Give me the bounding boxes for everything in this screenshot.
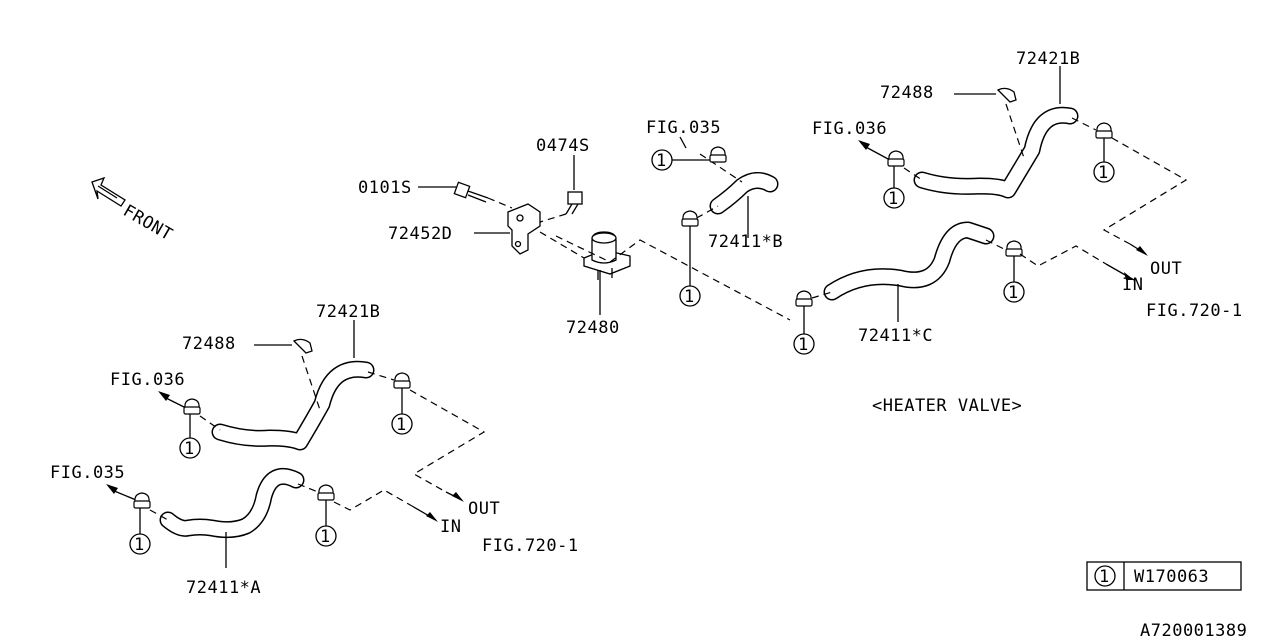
svg-text:1: 1 [1098, 163, 1109, 183]
svg-text:1: 1 [888, 189, 899, 209]
part-label-72452D: 72452D [388, 224, 452, 244]
legend-part-number: W170063 [1134, 567, 1209, 587]
part-label-0474S: 0474S [536, 136, 590, 156]
front-arrow-icon [91, 176, 126, 207]
in-label-left: IN [440, 517, 461, 537]
hose-clamp [1095, 122, 1113, 139]
fig720-left-label: FIG.720-1 [482, 536, 579, 556]
legend-symbol: 1 [1099, 567, 1110, 587]
clamp-marker-circle: 1 [679, 285, 701, 307]
part-label-72421B-top: 72421B [1016, 49, 1080, 69]
bracket-72452D [507, 203, 541, 255]
part-label-72488-left: 72488 [182, 334, 236, 354]
part-label-72411A: 72411*A [186, 578, 261, 598]
part-label-72411B: 72411*B [708, 232, 783, 252]
bolt-0101S [453, 181, 489, 203]
clip-72488-top [996, 87, 1017, 103]
hose-clamp [393, 372, 411, 389]
clamp-marker-circle: 1 [651, 149, 673, 171]
in-label-top: IN [1122, 275, 1143, 295]
hose-clamp [681, 210, 699, 227]
hose-clamp [887, 150, 905, 167]
svg-text:1: 1 [684, 287, 695, 307]
svg-text:1: 1 [134, 535, 145, 555]
hose-clamp [709, 146, 727, 163]
hose-72411B [709, 172, 779, 215]
part-label-72480: 72480 [566, 318, 620, 338]
svg-text:1: 1 [1008, 283, 1019, 303]
diagram-id: A720001389 [1140, 621, 1247, 640]
clamp-marker-circle: 1 [129, 533, 151, 555]
hose-clamp [795, 290, 813, 307]
hose-72421B-left [211, 360, 375, 451]
hose-72421B-top [913, 106, 1079, 199]
fig036-top-label: FIG.036 [812, 119, 887, 139]
hose-72411C [823, 221, 995, 301]
hose-clamp [317, 484, 335, 501]
part-label-72421B-left: 72421B [316, 302, 380, 322]
hose-72411A [159, 468, 305, 539]
heater-valve-caption: <HEATER VALVE> [872, 396, 1022, 416]
svg-text:1: 1 [320, 527, 331, 547]
hose-clamp [183, 398, 201, 415]
front-label: FRONT [120, 201, 176, 245]
part-label-72411C: 72411*C [858, 326, 933, 346]
hose-clamp [133, 492, 151, 509]
clamp-marker-circle: 1 [793, 333, 815, 355]
clamp-marker-circle: 1 [391, 413, 413, 435]
heater-valve-72480 [583, 231, 631, 280]
svg-text:1: 1 [396, 415, 407, 435]
fig035-left-label: FIG.035 [50, 463, 125, 483]
clamp-marker-circle: 1 [883, 187, 905, 209]
fig035-top-label: FIG.035 [646, 118, 721, 138]
svg-text:1: 1 [798, 335, 809, 355]
svg-text:1: 1 [656, 151, 667, 171]
part-label-72488-top: 72488 [880, 83, 934, 103]
fig036-left-label: FIG.036 [110, 370, 185, 390]
clip-72488-left [292, 338, 313, 354]
svg-text:1: 1 [184, 439, 195, 459]
clamp-marker-circle: 1 [179, 437, 201, 459]
fig720-top-label: FIG.720-1 [1146, 301, 1243, 321]
clamp-marker-circle: 1 [1003, 281, 1025, 303]
bolt-0474S [565, 191, 583, 215]
part-label-0101S: 0101S [358, 178, 412, 198]
out-label-top: OUT [1150, 259, 1182, 279]
legend-box: 1 W170063 [1086, 561, 1242, 591]
out-label-left: OUT [468, 499, 500, 519]
hose-clamp [1005, 240, 1023, 257]
clamp-marker-circle: 1 [315, 525, 337, 547]
clamp-marker-circle: 1 [1093, 161, 1115, 183]
